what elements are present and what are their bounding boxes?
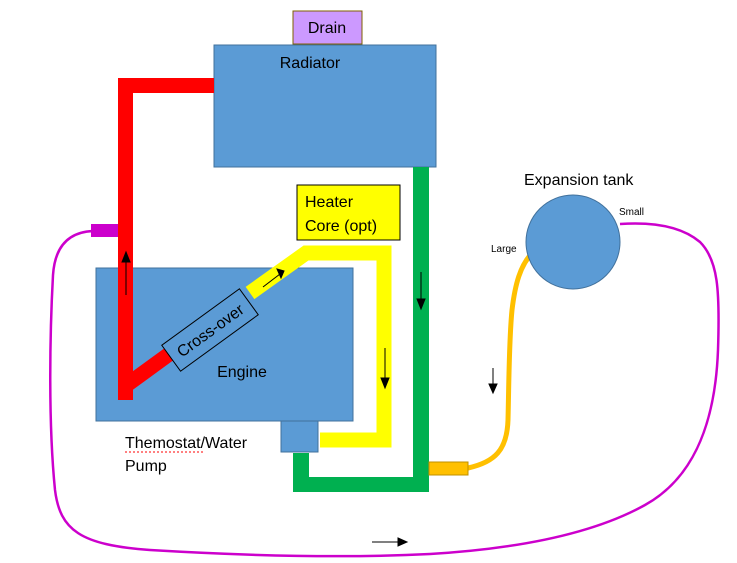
radiator-label: Radiator [280,55,341,72]
overflow-connector [428,461,469,476]
expansion-tank-label: Expansion tank [524,172,634,189]
bypass-hose [49,222,720,558]
overflow-hose [467,250,535,471]
radiator [213,44,437,168]
upper-radiator-hose [118,78,214,400]
heater-core-label-line2: Core (opt) [305,218,377,235]
arrow-down-icon [380,348,390,390]
port-large-label: Large [491,244,517,255]
drain-label: Drain [308,20,346,37]
thermostat-label-line1: Themostat/Water [125,435,248,452]
flow-arrows [121,250,498,547]
thermostat-label-line2: Pump [125,458,167,475]
expansion-tank [525,194,621,290]
port-small-label: Small [619,207,644,218]
drain [292,10,363,45]
heater-core-label-line1: Heater [305,194,354,211]
lower-radiator-hose [293,167,429,492]
arrow-down-icon [416,272,426,311]
engine-label: Engine [217,364,267,381]
heater-hose [245,245,392,448]
heater-core [296,184,401,241]
engine [95,267,354,422]
arrow-up-icon [121,250,131,295]
arrow-up-right-icon [262,268,285,288]
arrow-down-icon [488,368,498,395]
thermostat-water-pump [280,420,319,453]
arrow-right-icon [372,537,409,547]
bypass-connector [91,224,118,237]
